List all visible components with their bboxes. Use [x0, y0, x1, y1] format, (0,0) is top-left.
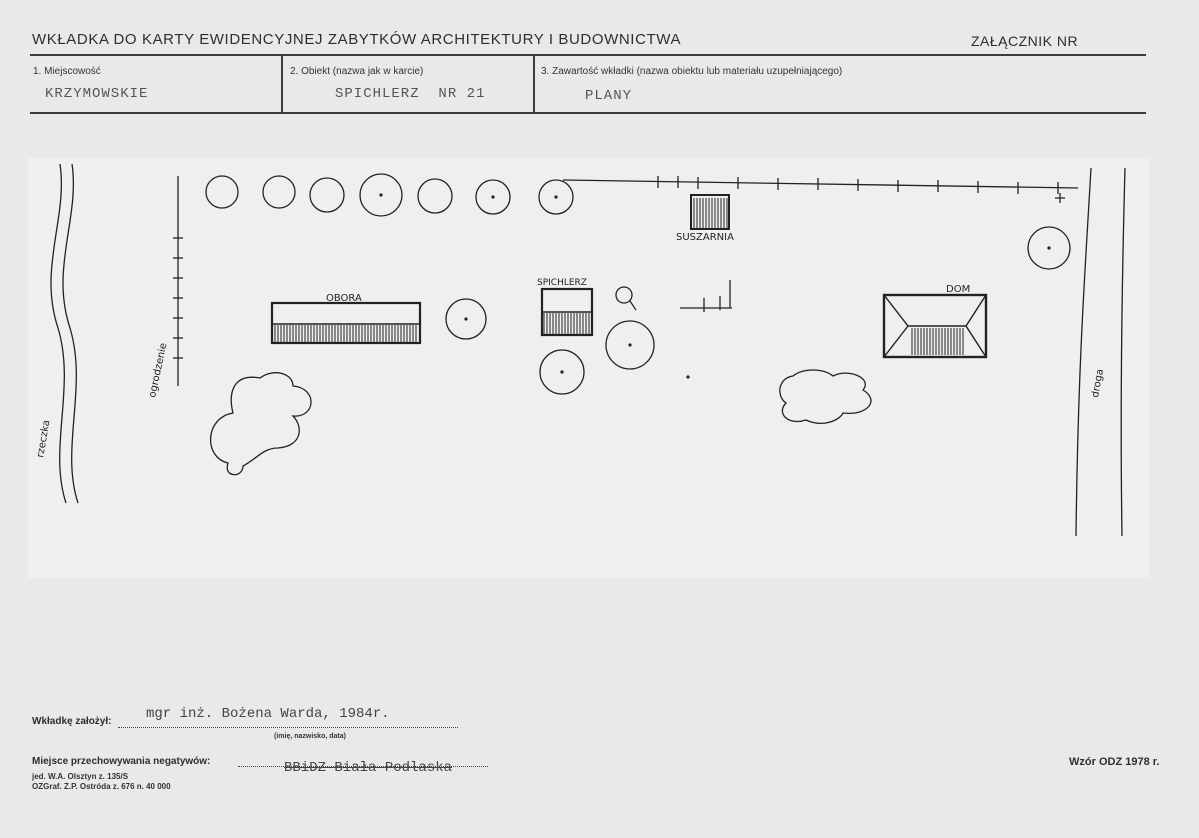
created-by-hint: (imię, nazwisko, data) [274, 733, 346, 740]
road-line-1 [1075, 167, 1092, 537]
contents-value: PLANY [585, 88, 633, 104]
created-by-value: mgr inż. Bożena Warda, 1984r. [146, 706, 390, 722]
created-by-label: Wkładkę założył: [32, 716, 112, 727]
tree-centres [379, 193, 1051, 379]
object-label: 2. Obiekt (nazwa jak w karcie) [290, 66, 424, 77]
header-rule-bottom [30, 112, 1146, 114]
road-annotation: droga [1090, 368, 1106, 398]
top-fence-line [562, 179, 1079, 189]
suszarnia-building [690, 194, 730, 230]
field-divider-1 [281, 56, 283, 112]
site-plan-drawing: OBORA SPICHLERZ SUSZARNIA DOM ogrodzenie… [35, 163, 1126, 537]
river-annotation: rzeczka [35, 419, 52, 458]
obora-label: OBORA [326, 293, 362, 304]
print-info-line-2: OZGraf. Z.P. Ostróda z. 676 n. 40 000 [32, 782, 171, 791]
dom-label: DOM [946, 284, 970, 295]
site-plan-sketch: OBORA SPICHLERZ SUSZARNIA DOM ogrodzenie… [28, 158, 1149, 578]
spichlerz-label: SPICHLERZ [537, 278, 587, 288]
river-line-2 [62, 163, 79, 504]
card-title: WKŁADKA DO KARTY EWIDENCYJNEJ ZABYTKÓW A… [32, 31, 682, 48]
header-rule-top [30, 54, 1146, 56]
dom-building [882, 293, 988, 359]
print-info-line-1: jed. W.A. Olsztyn z. 135/S [32, 772, 129, 781]
storage-value: BBiDZ Biała Podlaska [284, 760, 453, 776]
bush-right [779, 369, 872, 424]
locality-value: KRZYMOWSKIE [45, 86, 149, 102]
locality-label: 1. Miejscowość [33, 66, 101, 77]
tree-row [205, 173, 1071, 395]
corner-mark [1055, 193, 1065, 203]
bush-left [209, 372, 312, 476]
object-value: SPICHLERZ NR 21 [335, 86, 486, 102]
road-line-2 [1120, 167, 1126, 537]
suszarnia-label: SUSZARNIA [676, 232, 734, 243]
field-divider-2 [533, 56, 535, 112]
river-line-1 [50, 163, 67, 504]
fence-fragment [680, 280, 732, 312]
building-hatching [274, 198, 964, 355]
annex-number-label: ZAŁĄCZNIK NR [971, 33, 1079, 49]
top-fence-ticks [657, 176, 1059, 194]
contents-label: 3. Zawartość wkładki (nazwa obiektu lub … [541, 66, 843, 77]
left-fence-annotation: ogrodzenie [147, 342, 169, 399]
obora-building [270, 301, 422, 345]
storage-label: Miejsce przechowywania negatywów: [32, 756, 211, 767]
storage-line [238, 766, 488, 767]
left-fence-ticks [173, 237, 183, 359]
created-by-line [118, 727, 458, 728]
form-template-id: Wzór ODZ 1978 r. [1069, 756, 1160, 768]
